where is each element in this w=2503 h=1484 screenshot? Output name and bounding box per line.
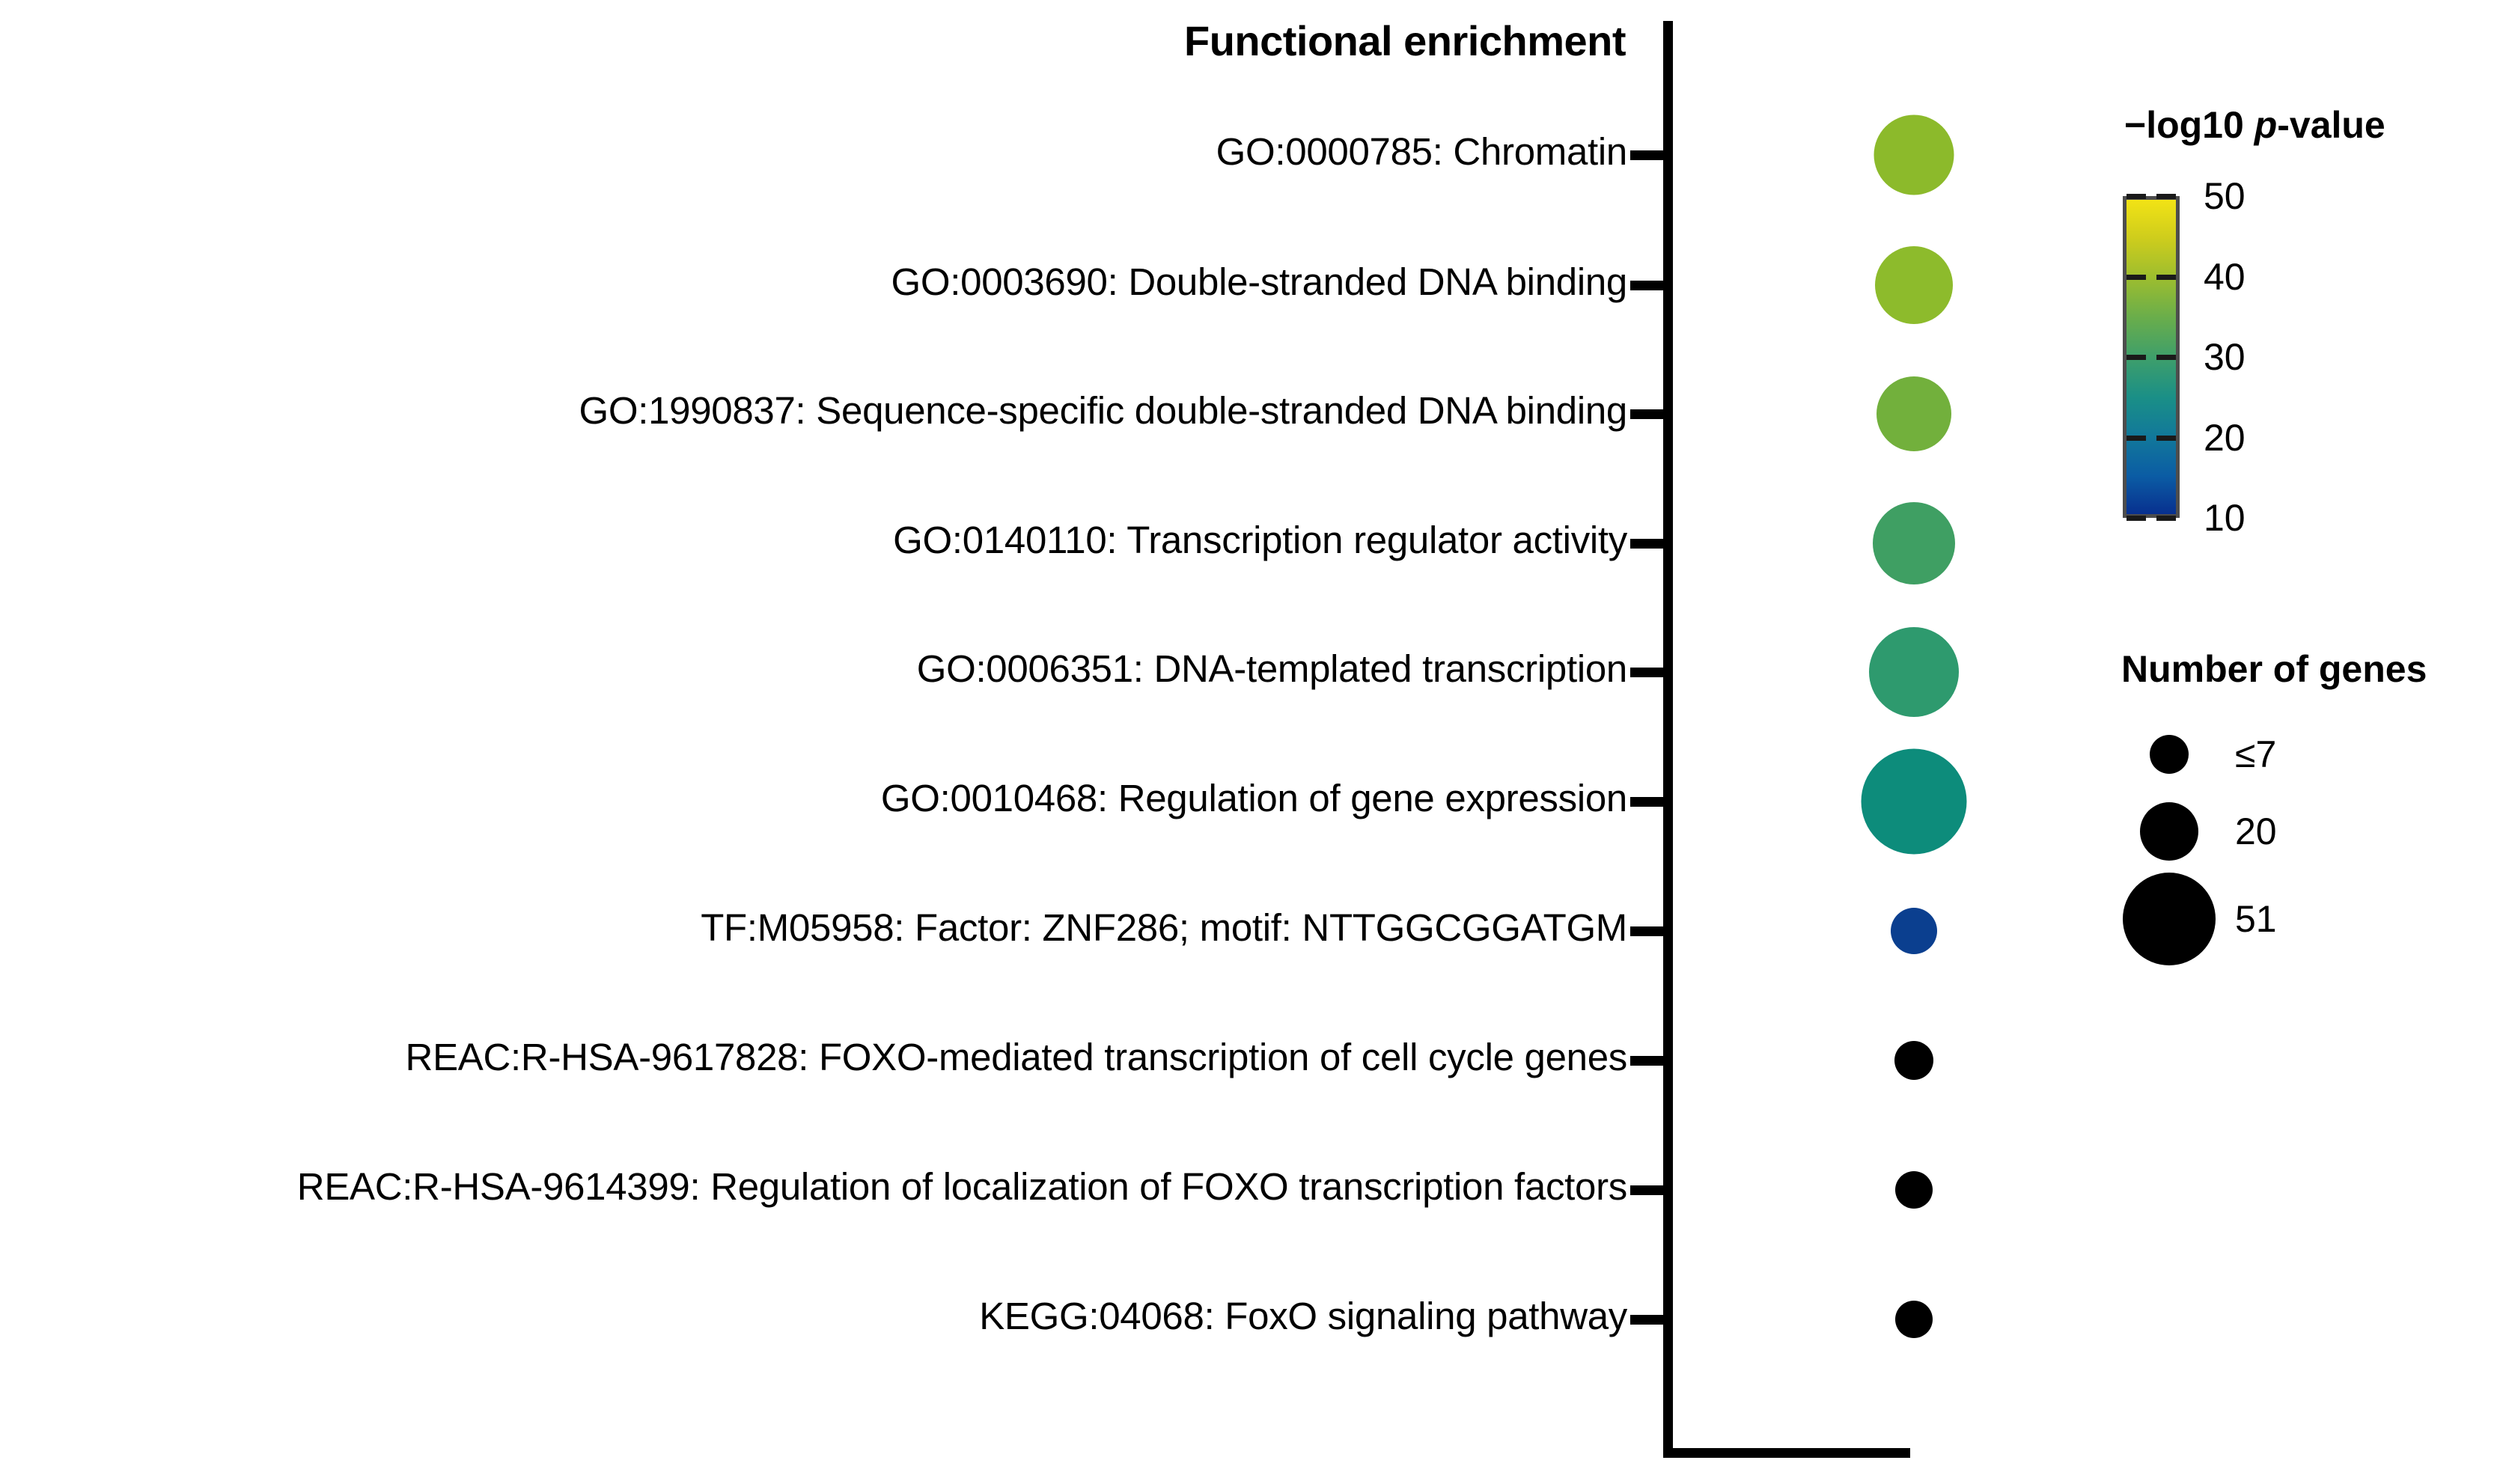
colorbar-tick xyxy=(2127,194,2146,199)
category-label: GO:0000785: Chromatin xyxy=(1216,130,1628,173)
size-legend-label: 51 xyxy=(2235,898,2277,940)
colorbar-title: −log10 p-value xyxy=(2124,104,2385,146)
axis-tick xyxy=(1630,668,1663,677)
colorbar-tick-label: 50 xyxy=(2204,175,2246,217)
data-point xyxy=(1874,114,1954,195)
category-label: GO:0010468: Regulation of gene expressio… xyxy=(880,777,1627,819)
axis-tick xyxy=(1630,409,1663,419)
axis-tick xyxy=(1630,150,1663,160)
page-title: Functional enrichment xyxy=(1184,17,1627,64)
data-point xyxy=(1891,908,1937,954)
axis-tick xyxy=(1630,1315,1663,1325)
size-legend-label: 20 xyxy=(2235,810,2277,852)
data-point xyxy=(1873,502,1955,584)
colorbar-tick xyxy=(2127,516,2146,521)
data-point xyxy=(1877,376,1951,451)
size-legend-marker xyxy=(2140,802,2198,861)
axis-tick xyxy=(1630,281,1663,290)
colorbar-tick xyxy=(2127,274,2146,280)
category-label: GO:0003690: Double-stranded DNA binding xyxy=(891,260,1628,303)
size-legend-marker xyxy=(2123,873,2216,965)
axis-tick xyxy=(1630,1056,1663,1066)
colorbar-tick-label: 30 xyxy=(2204,336,2246,378)
colorbar-tick xyxy=(2156,355,2176,360)
colorbar-title-italic-p: p xyxy=(2254,104,2278,146)
size-legend-title: Number of genes xyxy=(2121,648,2427,690)
colorbar-tick xyxy=(2156,516,2176,521)
category-label: GO:1990837: Sequence-specific double-str… xyxy=(579,389,1628,432)
data-point xyxy=(1895,1171,1933,1209)
data-point xyxy=(1894,1041,1933,1080)
category-label: REAC:R-HSA-9617828: FOXO-mediated transc… xyxy=(405,1036,1628,1078)
size-legend-label: ≤7 xyxy=(2235,733,2277,775)
category-label: GO:0006351: DNA-templated transcription xyxy=(916,647,1628,690)
axis-tick xyxy=(1630,539,1663,549)
axis-tick xyxy=(1630,797,1663,807)
colorbar-tick-label: 10 xyxy=(2204,497,2246,539)
data-point xyxy=(1895,1301,1933,1338)
colorbar-tick-label: 20 xyxy=(2204,416,2246,459)
data-point xyxy=(1861,748,1967,855)
colorbar-tick-label: 40 xyxy=(2204,255,2246,298)
axis-tick xyxy=(1630,1185,1663,1195)
axis-tick xyxy=(1630,926,1663,936)
category-label: GO:0140110: Transcription regulator acti… xyxy=(893,519,1627,561)
colorbar-tick xyxy=(2156,435,2176,441)
colorbar-tick xyxy=(2156,274,2176,280)
colorbar-tick xyxy=(2156,194,2176,199)
data-point xyxy=(1875,246,1953,324)
y-axis-line xyxy=(1663,21,1673,1458)
category-label: TF:M05958: Factor: ZNF286; motif: NTTGGC… xyxy=(701,906,1627,949)
category-label: REAC:R-HSA-9614399: Regulation of locali… xyxy=(296,1165,1628,1208)
x-axis-baseline xyxy=(1663,1448,1910,1458)
size-legend-marker xyxy=(2150,735,2189,774)
colorbar-tick xyxy=(2127,435,2146,441)
data-point xyxy=(1869,627,1959,717)
category-label: KEGG:04068: FoxO signaling pathway xyxy=(979,1295,1627,1337)
colorbar-tick xyxy=(2127,355,2146,360)
